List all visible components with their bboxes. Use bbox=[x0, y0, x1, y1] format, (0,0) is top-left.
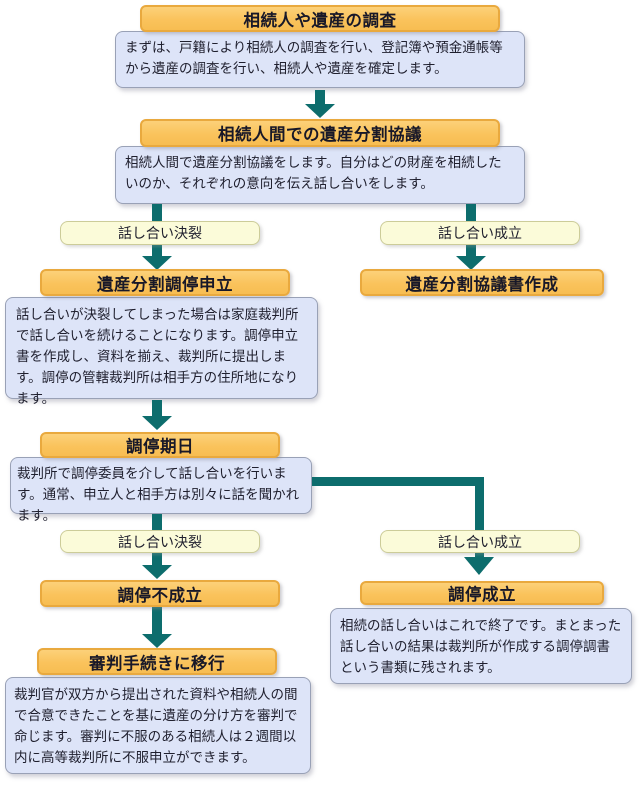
discussion-description: 相続人間で遺産分割協議をします。自分はどの財産を相続したいのか、それぞれの意向を… bbox=[115, 146, 525, 204]
branch2-fail-label: 話し合い決裂 bbox=[60, 530, 260, 553]
arrow-success1-head bbox=[456, 256, 486, 270]
connector-elbow-horizontal bbox=[312, 477, 484, 486]
mediation-date-description: 裁判所で調停委員を介して話し合いを行います。通常、申立人と相手方は別々に話を聞か… bbox=[10, 457, 312, 524]
survey-node: 相続人や遺産の調査 bbox=[140, 5, 500, 32]
arrow-fail2-head bbox=[142, 565, 172, 579]
arrow-fail2-stem bbox=[152, 553, 162, 566]
agreement-doc-node: 遺産分割協議書作成 bbox=[360, 269, 604, 296]
arrow-survey-to-discussion-head bbox=[305, 104, 335, 118]
arrow-success1-stem bbox=[466, 245, 476, 257]
arrow-survey-to-discussion-stem bbox=[315, 90, 325, 105]
connector-elbow-vertical bbox=[475, 477, 484, 558]
trial-description: 裁判官が双方から提出された資料や相続人の間で合意できたことを基に遺産の分け方を審… bbox=[5, 677, 311, 774]
arrow-to-mediation-date-stem bbox=[152, 400, 162, 417]
survey-description: まずは、戸籍により相続人の調査を行い、登記簿や預金通帳等から遺産の調査を行い、相… bbox=[115, 31, 525, 88]
branch1-fail-label: 話し合い決裂 bbox=[60, 221, 260, 245]
discussion-node: 相続人間での遺産分割協議 bbox=[140, 119, 500, 147]
mediation-date-node: 調停期日 bbox=[40, 432, 280, 458]
stub-to-branch2-fail bbox=[152, 514, 162, 531]
stub-discussion-fail bbox=[152, 204, 162, 221]
arrow-to-trial-head bbox=[142, 634, 172, 648]
stub-discussion-success bbox=[466, 204, 476, 221]
mediation-success-node: 調停成立 bbox=[360, 581, 604, 605]
arrow-to-mediation-date-head bbox=[142, 416, 172, 430]
mediation-failed-node: 調停不成立 bbox=[40, 580, 280, 607]
arrow-fail1-stem bbox=[152, 245, 162, 257]
branch2-success-label: 話し合い成立 bbox=[380, 530, 580, 553]
connector-elbow-head bbox=[464, 557, 494, 575]
mediation-filing-description: 話し合いが決裂してしまった場合は家庭裁判所で話し合いを続けることになります。調停… bbox=[5, 297, 318, 407]
trial-node: 審判手続きに移行 bbox=[37, 648, 277, 675]
arrow-fail1-head bbox=[142, 256, 172, 270]
mediation-filing-node: 遺産分割調停申立 bbox=[40, 269, 290, 296]
arrow-to-trial-stem bbox=[152, 607, 162, 635]
branch1-success-label: 話し合い成立 bbox=[380, 221, 580, 245]
mediation-success-description: 相続の話し合いはこれで終了です。まとまった話し合いの結果は裁判所が作成する調停調… bbox=[330, 608, 632, 684]
